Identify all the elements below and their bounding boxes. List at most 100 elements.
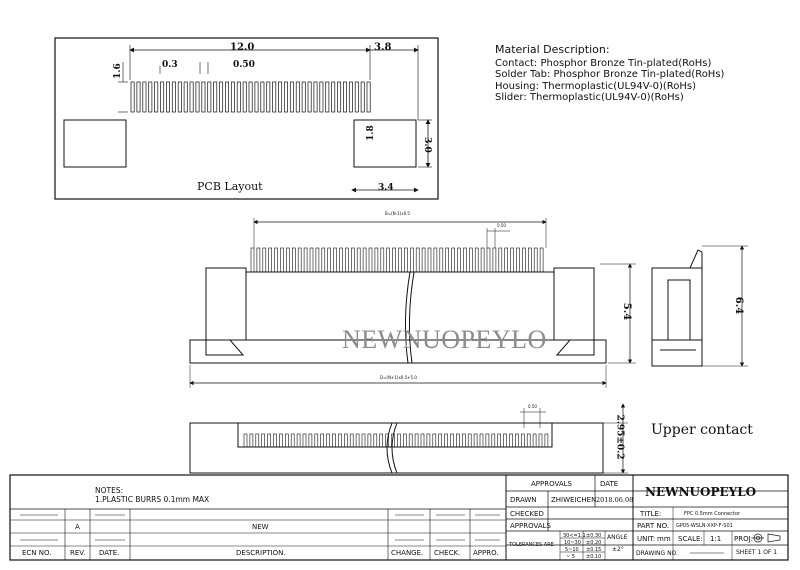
bottom-pin [438,433,443,448]
front-pin [315,247,320,273]
drawing-no-label: DRAWING NO. [636,550,678,557]
unit-value: mm [657,535,671,543]
tol-value: ±0.20 [586,540,602,546]
front-pin [339,247,343,273]
tol-range: 10~30 [564,540,581,546]
front-pin [527,247,532,273]
bottom-pin [314,433,319,448]
pcb-pad [348,81,353,113]
pcb-pad [177,81,182,113]
front-pin [286,247,290,273]
date-header: DATE [600,480,619,488]
pcb-pad [254,81,259,113]
pcb-pad [225,81,229,113]
front-pin [539,247,544,273]
material-line: Slider: Thermoplastic(UL94V-0)(RoHs) [495,92,684,103]
appro-header: APPRO. [473,549,499,557]
pcb-pad [136,81,141,113]
tol-value: ±0.30 [586,533,602,539]
pcb-pad [236,81,241,113]
pcb-pad [266,81,271,113]
ecn-header: ECN NO. [22,549,52,557]
bottom-pin [532,433,537,448]
pcb-pad [219,81,224,113]
pcb-pad [148,81,153,113]
front-pin [398,247,402,273]
bottom-view [189,403,628,474]
front-pin [492,247,497,273]
front-pin [421,247,426,273]
bottom-pin [520,433,525,448]
dim-bottom-small: 0.50 [528,404,537,409]
bottom-pin [526,433,531,448]
bottom-pin [332,433,336,448]
drawn-by: ZHIWEICHEN [551,496,597,504]
bottom-pin [243,433,248,448]
pcb-pad [289,81,294,113]
pcb-pad [171,81,176,113]
pcb-pad [166,81,170,113]
material-heading: Material Description: [495,43,610,56]
pcb-pad [301,81,306,113]
pcb-pad [366,81,371,113]
front-pin [439,247,444,273]
drawn-label: DRAWN [510,496,537,504]
bottom-pin [379,433,384,448]
bottom-pin [397,433,401,448]
dim-tab-total: 3.0 [421,137,432,153]
pcb-layout-title: PCB Layout [197,180,263,193]
front-pin [345,247,349,273]
material-line: Solder Tab: Phosphor Bronze Tin-plated(R… [495,69,725,80]
front-pin [504,247,509,273]
angle-label: ANGLE [607,534,628,541]
material-description: Material Description: Contact: Phosphor … [495,44,724,104]
pcb-pad [278,81,283,113]
dim-front-bottom: D=(N+1)x0.5+5.0 [380,375,417,380]
front-pin [250,247,255,273]
check-header: CHECK. [434,549,461,557]
bottom-pin [308,433,313,448]
bottom-pin [432,433,437,448]
bottom-pin [273,433,277,448]
bottom-pin [355,433,360,448]
bottom-pin [373,433,378,448]
dim-bottom-height: 2.95±0.2 [614,414,625,460]
pcb-pad [160,81,165,113]
pcb-pad [213,81,218,113]
bottom-pin [426,433,431,448]
front-pin [356,247,361,273]
pcb-pad [201,81,206,113]
bottom-pin-row [243,433,549,448]
front-pin [368,247,373,273]
approvals-label: APPROVALS [510,522,551,530]
front-pin [451,247,455,273]
dim-front-height: 5.4 [621,302,633,321]
front-pin [404,247,408,273]
front-pin [498,247,503,273]
bottom-pin [538,433,543,448]
pcb-pad [189,81,194,113]
bottom-pin [467,433,472,448]
bottom-pin [456,433,460,448]
part-no-value: GP05-WSLN-XXP-F-S01 [676,523,733,529]
front-pin [474,247,479,273]
bottom-pin [473,433,478,448]
dim-front-pitch: 0.50 [497,223,506,228]
pcb-pad [195,81,200,113]
pcb-pad [360,81,365,113]
pcb-pad [230,81,235,113]
pcb-pad [142,81,147,113]
tol-range: 30<=1.1 [563,533,586,539]
bottom-pin [444,433,448,448]
dim-right: 3.8 [374,42,392,53]
date-col-header: DATE. [99,549,120,557]
front-pin [380,247,385,273]
front-pin [522,247,526,273]
pcb-pad [337,81,342,113]
front-pin [362,247,367,273]
title-value: FPC 0.5mm Connector [684,511,741,517]
bottom-pin [261,433,266,448]
bottom-pin [267,433,271,448]
front-pin [274,247,278,273]
